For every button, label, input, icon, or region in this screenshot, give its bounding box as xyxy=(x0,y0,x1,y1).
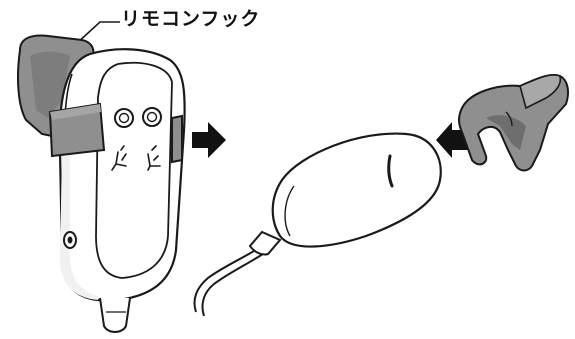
round-button-right xyxy=(143,108,161,126)
round-button-left xyxy=(115,109,133,127)
detached-hook xyxy=(459,75,568,171)
remote-oval-body xyxy=(273,134,441,247)
cord-strain-relief xyxy=(100,298,130,332)
remote-with-hook xyxy=(18,36,185,332)
remote-hook-label: リモコンフック xyxy=(121,4,260,31)
side-jack xyxy=(64,232,76,248)
remote-cord xyxy=(195,246,263,312)
arrow-right-icon xyxy=(192,122,226,158)
remote-oval xyxy=(195,134,441,316)
remote-face-panel xyxy=(96,63,172,278)
hook-side-tab xyxy=(172,116,182,162)
